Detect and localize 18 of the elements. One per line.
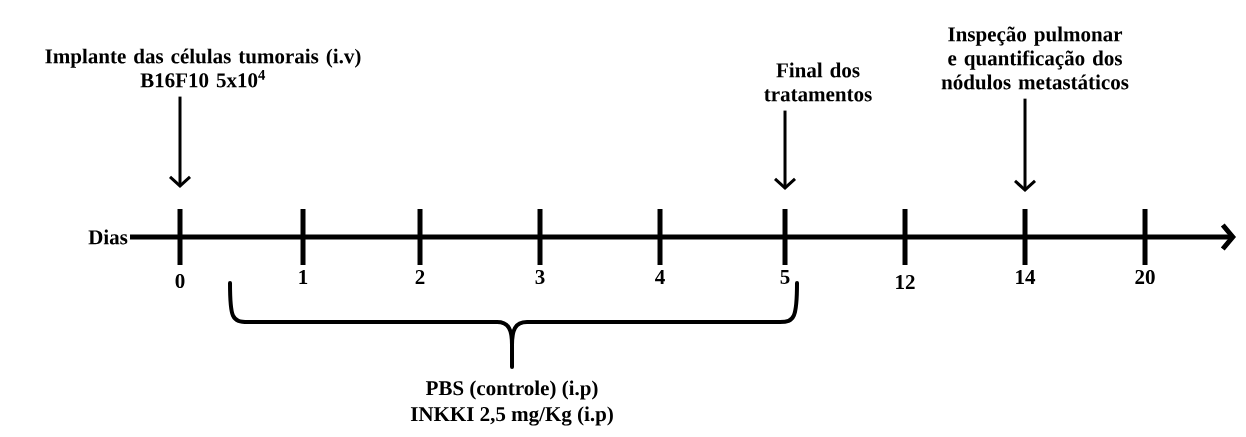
arrow bbox=[169, 96, 191, 188]
event-text: Implante das células tumorais (i.v) B16F10 5x10$^{4}$ bbox=[45, 48, 361, 88]
tick-label: 12 bbox=[896, 275, 915, 289]
tick-label: 5 bbox=[780, 270, 790, 284]
arrow bbox=[1014, 98, 1037, 192]
treatment-text: INKKI 2,5 mg/Kg (i.p) bbox=[410, 406, 613, 426]
axis-label: Dias bbox=[88, 229, 128, 245]
treatment-text: PBS (controle) (i.p) bbox=[425, 380, 598, 400]
tick-label: 20 bbox=[1135, 269, 1155, 285]
tick-label: 4 bbox=[655, 270, 665, 284]
event-text: Final dos tratamentos bbox=[764, 62, 872, 102]
event-text: Inspeção pulmonar e quantificação dos nódulos metastáticos bbox=[941, 26, 1129, 90]
tick-label: 1 bbox=[299, 270, 308, 284]
tick-label: 14 bbox=[1016, 270, 1036, 284]
tick-label: 0 bbox=[175, 273, 185, 289]
arrow bbox=[774, 110, 796, 190]
tick-label: 3 bbox=[535, 269, 545, 285]
tick-label: 2 bbox=[415, 270, 425, 284]
